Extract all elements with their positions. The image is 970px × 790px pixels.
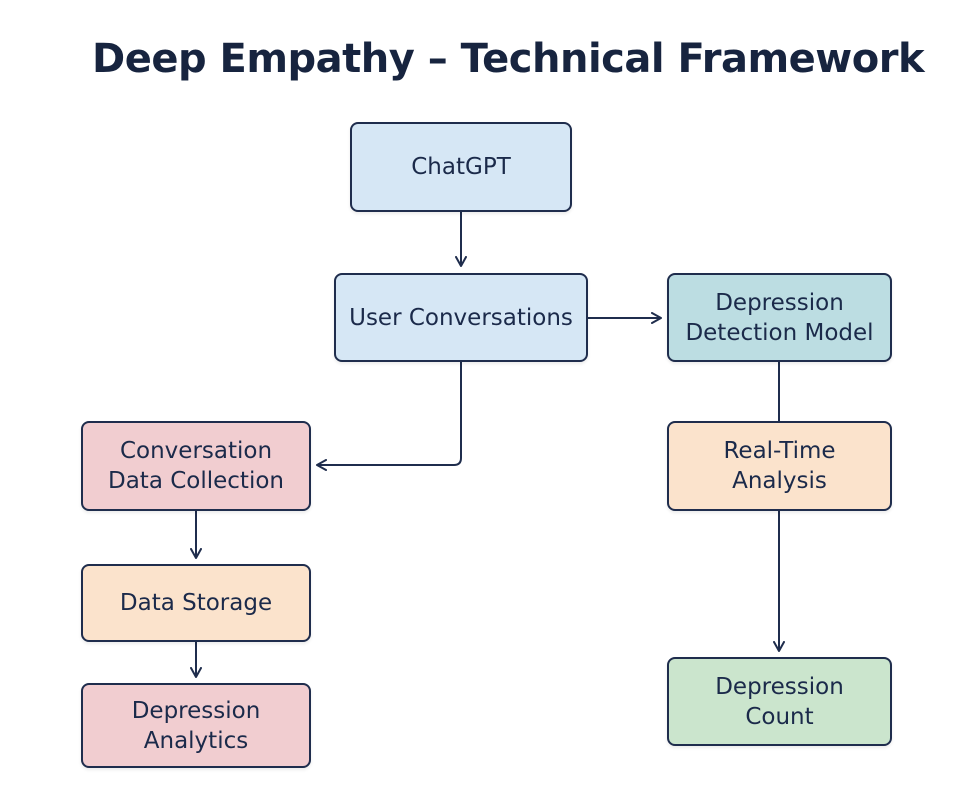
node-chatgpt: ChatGPT xyxy=(350,122,572,212)
node-user-conversations: User Conversations xyxy=(334,273,588,362)
node-label: Depression Count xyxy=(715,673,844,730)
node-label: Real-Time Analysis xyxy=(723,438,836,494)
node-depression-detection-model: Depression Detection Model xyxy=(667,273,892,362)
node-depression-analytics: Depression Analytics xyxy=(81,683,311,768)
node-label: Conversation Data Collection xyxy=(108,438,284,494)
node-label: ChatGPT xyxy=(411,154,511,180)
node-data-storage: Data Storage xyxy=(81,564,311,642)
node-label: User Conversations xyxy=(349,304,573,331)
node-label: Data Storage xyxy=(119,590,273,616)
node-depression-count: Depression Count xyxy=(667,657,892,746)
node-real-time-analysis: Real-Time Analysis xyxy=(667,421,892,511)
page-title: Deep Empathy – Technical Framework xyxy=(92,36,925,82)
node-label: Depression Analytics xyxy=(131,697,261,754)
node-conversation-data-collection: Conversation Data Collection xyxy=(81,421,311,511)
node-label: Depression Detection Model xyxy=(685,289,874,346)
arrow-user-conversations-to-data-collection xyxy=(316,362,462,471)
